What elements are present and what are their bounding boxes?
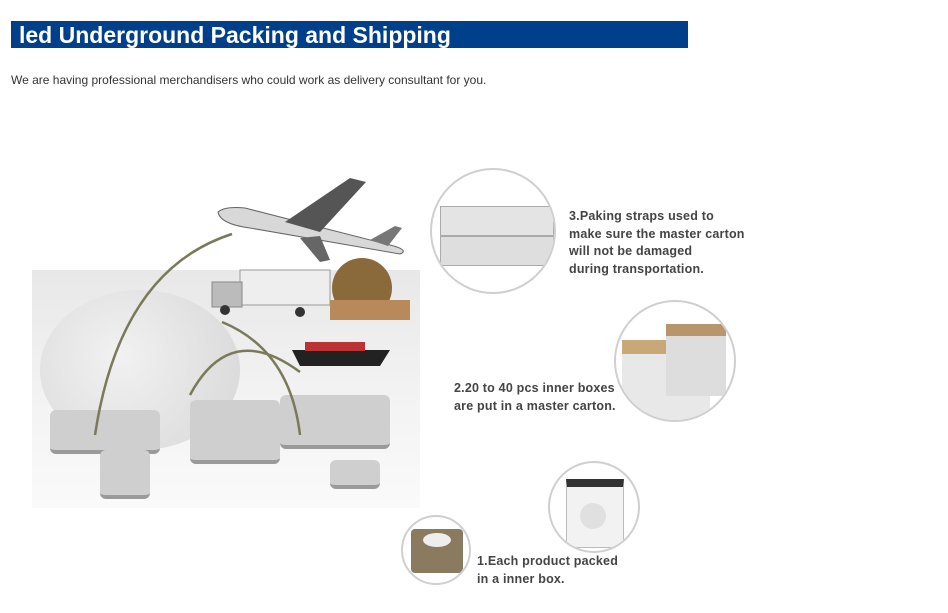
master-carton-photo bbox=[614, 300, 736, 422]
inner-box-photo bbox=[548, 461, 640, 553]
cargo-ship-icon bbox=[292, 338, 390, 366]
intro-text: We are having professional merchandisers… bbox=[11, 73, 487, 87]
globe-icon bbox=[330, 258, 410, 320]
product-tray-photo bbox=[401, 515, 471, 585]
step-2-caption: 2.20 to 40 pcs inner boxes are put in a … bbox=[454, 381, 616, 413]
page-title: led Underground Packing and Shipping bbox=[11, 21, 688, 48]
continent-shape bbox=[100, 450, 150, 499]
airplane-icon bbox=[217, 178, 404, 262]
truck-icon bbox=[211, 269, 331, 317]
continent-shape bbox=[330, 460, 380, 489]
continent-shape bbox=[190, 400, 280, 464]
step-3-caption: 3.Paking straps used to make sure the ma… bbox=[569, 209, 745, 276]
step-1-caption: 1.Each product packed in a inner box. bbox=[477, 554, 619, 586]
packing-straps-photo bbox=[430, 168, 556, 294]
